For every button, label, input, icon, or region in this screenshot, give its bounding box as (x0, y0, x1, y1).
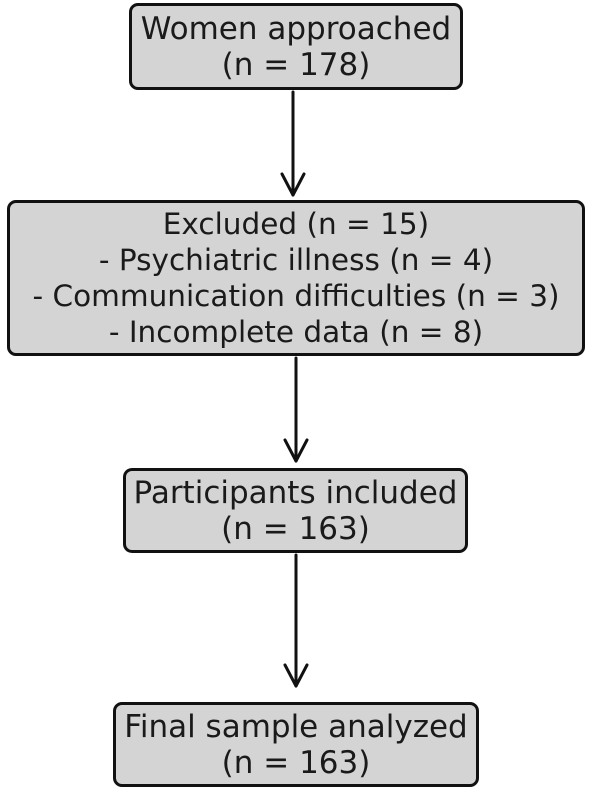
arrow-excluded-to-included (283, 356, 309, 463)
participants-included-box: Participants included (n = 163) (123, 468, 468, 553)
women-approached-title: Women approached (140, 10, 452, 47)
final-sample-count: (n = 163) (221, 744, 371, 781)
final-sample-title: Final sample analyzed (124, 708, 468, 745)
women-approached-box: Women approached (n = 178) (129, 3, 463, 90)
women-approached-count: (n = 178) (221, 46, 371, 83)
final-sample-box: Final sample analyzed (n = 163) (113, 702, 479, 787)
excluded-reason-psychiatric: - Psychiatric illness (n = 4) (98, 243, 494, 277)
participants-included-title: Participants included (133, 474, 458, 511)
excluded-box: Excluded (n = 15) - Psychiatric illness … (7, 200, 585, 356)
arrow-included-to-final (283, 553, 309, 688)
participants-included-count: (n = 163) (221, 510, 370, 547)
excluded-title: Excluded (n = 15) (162, 207, 430, 241)
excluded-reason-communication: - Communication difficulties (n = 3) (32, 279, 560, 313)
excluded-reason-incomplete: - Incomplete data (n = 8) (108, 315, 484, 349)
arrow-approached-to-excluded (280, 90, 306, 197)
